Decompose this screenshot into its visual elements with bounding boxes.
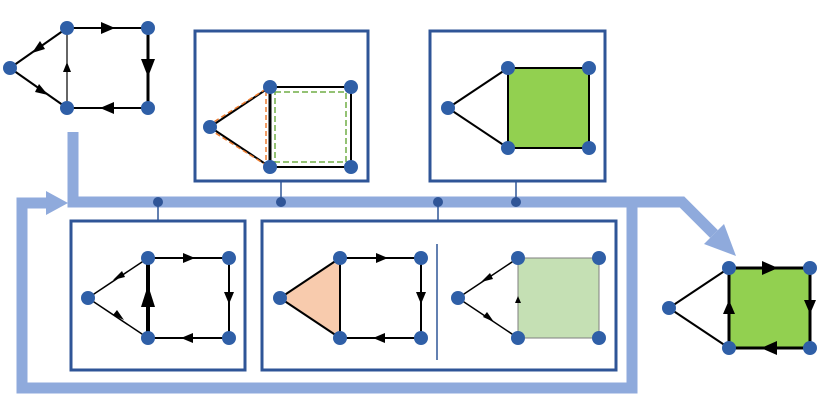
graph-input-cycle [3,21,155,115]
arrowhead-icon [113,271,125,280]
arrowhead-icon [32,41,45,53]
arrowhead-icon [141,59,155,77]
graph-node [203,120,217,134]
graph-node [451,291,465,305]
arrowhead-icon [804,300,816,314]
output-arrowhead-icon [704,224,736,256]
arrowhead-icon [483,312,494,322]
graph-node [222,331,236,345]
arrowhead-icon [101,22,115,34]
feedback-arrowhead-icon [46,191,68,215]
graph-node [333,251,347,265]
graph-node [344,160,358,174]
graph-node [60,21,74,35]
feedback-loop-arrow [16,132,638,394]
junction-dot [433,197,443,207]
graph-node [662,301,676,315]
graph-node [414,331,428,345]
arrowhead-icon [183,253,195,263]
graph-node [333,331,347,345]
graph-node [222,251,236,265]
flow-arrows [16,132,736,394]
graph-node [803,261,817,275]
graph-node [141,331,155,345]
graph-chain-cycle [81,251,236,345]
panel-frames [69,29,618,372]
arrowhead-icon [181,333,193,343]
graph-node [273,291,287,305]
junction-dot [511,197,521,207]
arrowhead-icon [224,292,234,304]
arrowhead-icon [761,341,777,355]
graph-node [592,251,606,265]
graph-node [803,341,817,355]
graph-node [582,61,596,75]
graph-node [141,251,155,265]
graph-node [582,141,596,155]
graph-node [592,331,606,345]
junction-dot [153,197,163,207]
arrowhead-icon [100,102,114,114]
graph-node [81,291,95,305]
graph-output-cycle [662,261,817,355]
arrowhead-icon [416,292,426,304]
graph-node [501,61,515,75]
arrowhead-icon [113,310,124,320]
arrowhead-icon [762,261,778,275]
graph-light-square [451,251,606,345]
graph-node [141,101,155,115]
junction-dot [276,197,286,207]
panel-chain-cycle-frame [69,219,247,372]
graph-node [414,251,428,265]
output-arrow-shaft [632,196,718,238]
arrowhead-icon [141,285,155,307]
arrowhead-icon [515,296,521,303]
graph-node [441,101,455,115]
connectors [153,181,521,221]
graph-node [263,160,277,174]
arrowhead-icon [481,273,493,282]
graph-node [60,101,74,115]
graph-node [3,61,17,75]
graph-node [501,141,515,155]
arrowhead-icon [376,253,388,263]
arrowhead-icon [35,84,48,95]
graph-node [511,251,525,265]
graph-node [263,80,277,94]
arrowhead-icon [373,333,385,343]
graph-node [344,80,358,94]
graph-node [511,331,525,345]
panel-cycle-basis-frame [193,29,370,183]
arrowhead-icon [63,62,71,72]
graph-node [722,261,736,275]
graph-node [722,341,736,355]
graph-filled-square [441,61,596,155]
graph-cycle-basis [203,80,358,174]
arrowhead-icon [723,300,735,314]
graph-node [141,21,155,35]
graph-filled-triangle [273,251,428,345]
